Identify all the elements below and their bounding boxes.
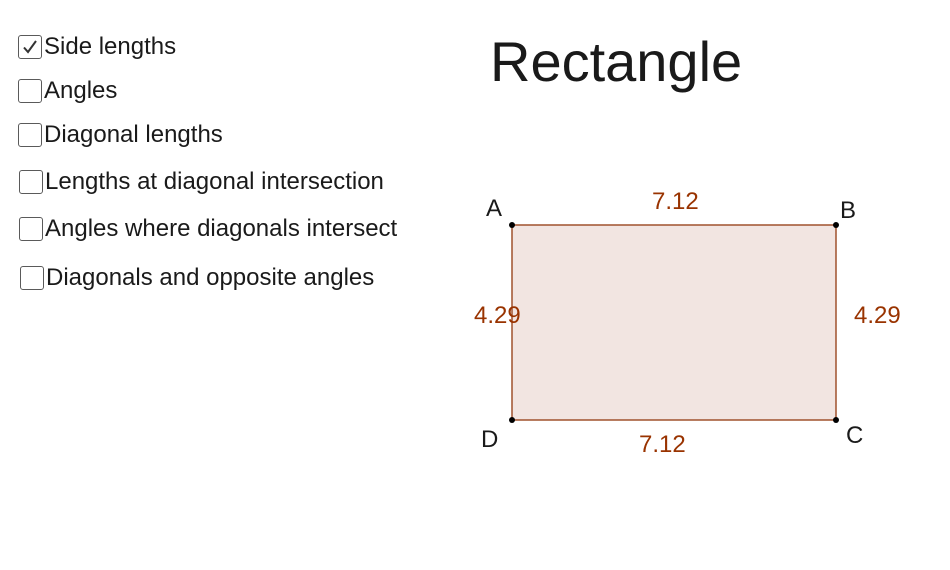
checkbox-label: Side lengths — [44, 33, 177, 60]
checkbox-checked-icon[interactable] — [18, 35, 42, 59]
checkbox-diagonals-and-opposite-angles[interactable]: Diagonals and opposite angles — [20, 266, 374, 290]
checkbox-diagonal-lengths[interactable]: Diagonal lengths — [18, 123, 223, 147]
vertex-point-b[interactable] — [833, 222, 839, 228]
vertex-label-c: C — [846, 422, 863, 449]
checkbox-label: Angles — [44, 77, 118, 104]
checkbox-lengths-at-diagonal-intersection[interactable]: Lengths at diagonal intersection — [19, 170, 384, 194]
checkbox-unchecked-icon[interactable] — [20, 266, 44, 290]
rectangle-shape — [511, 224, 837, 421]
page-title: Rectangle — [490, 30, 743, 93]
checkbox-side-lengths[interactable]: Side lengths — [18, 35, 176, 59]
vertex-label-b: B — [840, 197, 856, 224]
vertex-label-d: D — [481, 426, 498, 453]
checkbox-angles-where-diagonals-intersect[interactable]: Angles where diagonals intersect — [19, 217, 397, 241]
checkbox-unchecked-icon[interactable] — [19, 170, 43, 194]
checkbox-label: Angles where diagonals intersect — [45, 215, 398, 242]
checkbox-label: Diagonal lengths — [44, 121, 223, 148]
checkbox-angles[interactable]: Angles — [18, 79, 117, 103]
vertex-label-a: A — [486, 195, 502, 222]
vertex-point-a[interactable] — [509, 222, 515, 228]
side-length-bottom: 7.12 — [639, 431, 686, 458]
side-length-left: 4.29 — [474, 302, 521, 329]
side-length-right: 4.29 — [854, 302, 901, 329]
checkbox-unchecked-icon[interactable] — [19, 217, 43, 241]
vertex-point-d[interactable] — [509, 417, 515, 423]
checkbox-label: Diagonals and opposite angles — [46, 264, 375, 291]
checkbox-label: Lengths at diagonal intersection — [45, 168, 384, 195]
checkmark-icon — [23, 40, 37, 54]
side-length-top: 7.12 — [652, 188, 699, 215]
checkbox-unchecked-icon[interactable] — [18, 79, 42, 103]
vertex-point-c[interactable] — [833, 417, 839, 423]
checkbox-unchecked-icon[interactable] — [18, 123, 42, 147]
